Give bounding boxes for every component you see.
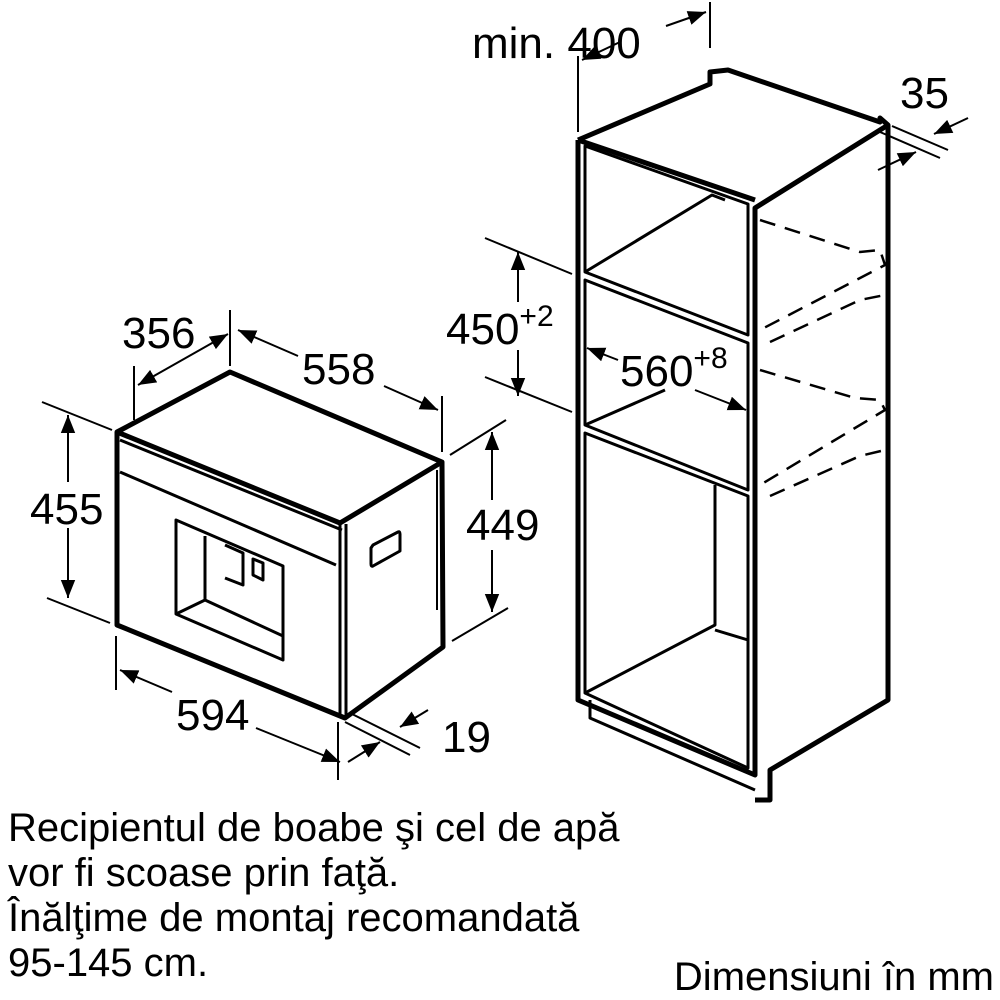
note-line: Recipientul de boabe şi cel de apă: [8, 806, 620, 850]
cabinet-drawing: [575, 67, 891, 803]
dim-front-overhang: 19: [442, 713, 491, 762]
note-line: vor fi scoase prin faţă.: [8, 851, 400, 895]
installation-note: Recipientul de boabe şi cel de apă vor f…: [8, 806, 620, 986]
cabinet-dimension-lines: [484, 2, 969, 413]
coffee-machine-drawing: [114, 369, 446, 721]
dim-niche-width: 560+8: [620, 342, 728, 396]
note-line: 95-145 cm.: [8, 941, 209, 985]
dim-appliance-width-top: 558: [302, 345, 375, 394]
units-label: Dimensiuni în mm: [673, 955, 994, 999]
dim-appliance-depth: 356: [122, 309, 195, 358]
dim-appliance-height-front: 455: [30, 485, 103, 534]
dim-back-gap: 35: [900, 69, 949, 118]
dim-appliance-height-side: 449: [466, 501, 539, 550]
dim-niche-height: 450+2: [446, 300, 554, 354]
appliance-dimension-lines: [41, 310, 509, 780]
note-line: Înălţime de montaj recomandată: [8, 896, 580, 940]
dim-appliance-width-front: 594: [176, 691, 249, 740]
dim-niche-depth: min. 400: [472, 19, 641, 68]
